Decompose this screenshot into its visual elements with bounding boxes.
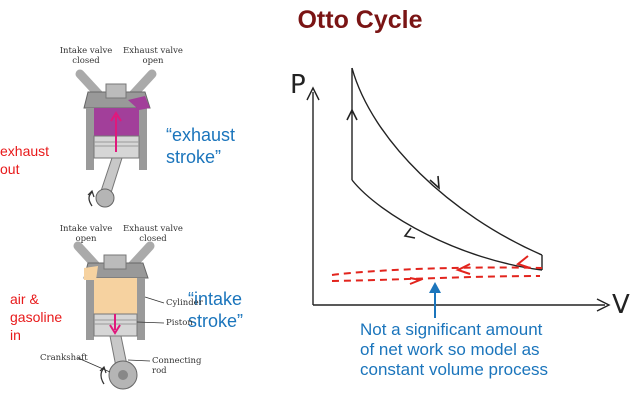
up-arrow xyxy=(346,108,358,121)
constant-volume-note: Not a significant amount of net work so … xyxy=(360,320,549,379)
connecting-rod-label: Connecting rod xyxy=(152,356,202,376)
piston-label: Piston xyxy=(166,318,193,328)
intake-exhaust-valve-label: Exhaust valve closed xyxy=(123,224,183,244)
exhaust-exhaust-valve-label: Exhaust valve open xyxy=(123,46,183,66)
left-arrow-compression xyxy=(403,227,416,239)
intake-exhaust-dashed xyxy=(331,266,543,276)
intake-intake-valve-label: Intake valve open xyxy=(59,224,113,244)
cylinder-label: Cylinder xyxy=(166,298,203,308)
down-arrow-expansion xyxy=(429,175,440,190)
crankshaft-label: Crankshaft xyxy=(40,353,88,363)
expansion-curve xyxy=(351,67,543,256)
page-title: Otto Cycle xyxy=(297,6,423,34)
exhaust-engine-illustration xyxy=(75,69,157,208)
exhaust-stroke-label: “exhaust stroke” xyxy=(166,125,236,167)
pv-diagram xyxy=(306,67,611,318)
volume-axis-label: V xyxy=(612,290,630,320)
intake-stroke-label: “intake stroke” xyxy=(188,289,244,331)
compression-curve xyxy=(351,179,543,271)
air-gasoline-in-label: air & gasoline in xyxy=(10,291,63,343)
pressure-axis-label: P xyxy=(290,70,306,100)
intake-engine-illustration xyxy=(73,241,165,390)
exhaust-intake-valve-label: Intake valve closed xyxy=(59,46,113,66)
exhaust-out-label: exhaust out xyxy=(0,143,50,177)
